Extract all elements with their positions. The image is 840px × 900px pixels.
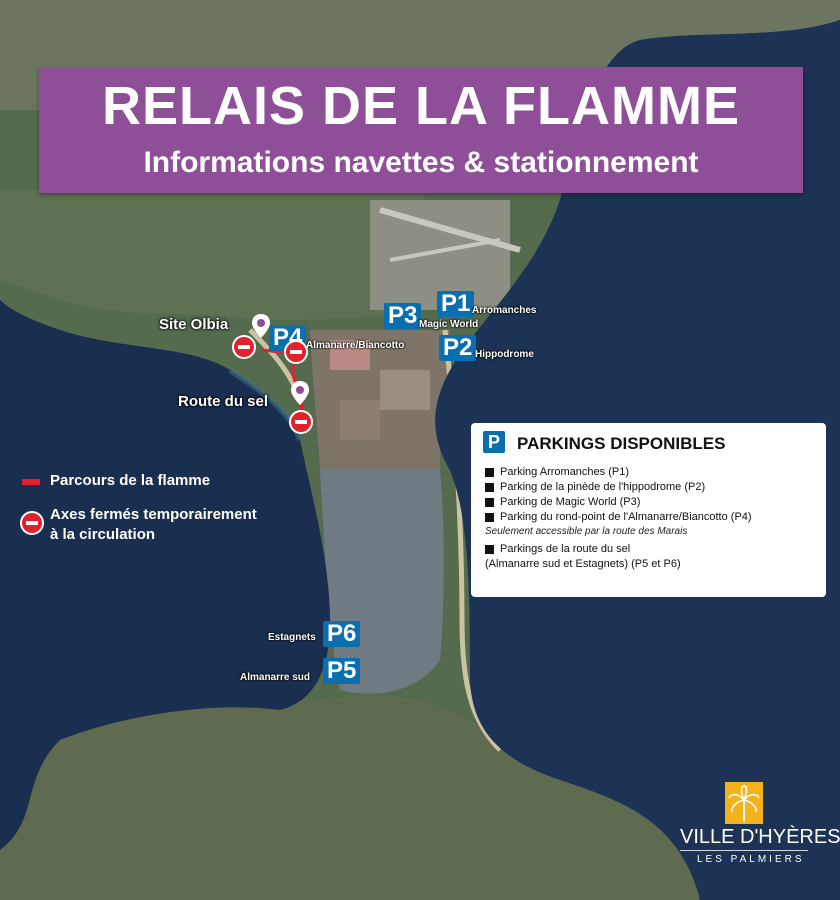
parking-label-p4: Almanarre/Biancotto — [306, 340, 405, 351]
no-entry-icon — [284, 340, 308, 364]
site-label-route-sel: Route du sel — [178, 393, 269, 410]
legend-axes-line2: à la circulation — [50, 526, 156, 543]
list-item: Parking Arromanches (P1) — [485, 465, 820, 480]
parking-badge-p3[interactable]: P3 — [384, 303, 422, 329]
parkings-list: Parking Arromanches (P1) Parking de la p… — [485, 465, 820, 574]
location-pin-icon[interactable] — [251, 313, 271, 339]
palm-tree-icon — [725, 782, 763, 824]
parking-badge-p6[interactable]: P6 — [323, 621, 361, 647]
panel-title: PARKINGS DISPONIBLES — [517, 434, 726, 453]
list-item: Parkings de la route du sel — [485, 542, 820, 557]
list-note: Seulement accessible par la route des Ma… — [485, 526, 688, 537]
parking-badge-p5[interactable]: P5 — [323, 658, 361, 684]
no-entry-icon — [232, 335, 256, 359]
parking-icon: P — [483, 431, 505, 453]
parking-badge-p1[interactable]: P1 — [437, 291, 475, 317]
location-pin-icon[interactable] — [290, 380, 310, 406]
site-label-olbia: Site Olbia — [159, 316, 229, 333]
logo-divider — [680, 850, 808, 851]
parking-label-p3: Magic World — [419, 319, 479, 330]
legend-axes-line1: Axes fermés temporairement — [50, 506, 257, 523]
list-item-continuation: (Almanarre sud et Estagnets) (P5 et P6) — [485, 558, 681, 570]
list-item: Parking de Magic World (P3) — [485, 495, 820, 510]
list-item: Parking du rond-point de l'Almanarre/Bia… — [485, 510, 820, 525]
parkings-panel: P PARKINGS DISPONIBLES Parking Arromanch… — [471, 423, 826, 597]
title-banner: RELAIS DE LA FLAMME Informations navette… — [39, 67, 803, 193]
legend-parcours: Parcours de la flamme — [50, 472, 211, 489]
parking-label-p6: Estagnets — [268, 632, 316, 643]
parking-label-p1: Arromanches — [472, 305, 537, 316]
parking-label-p2: Hippodrome — [475, 349, 534, 360]
no-entry-icon — [289, 410, 313, 434]
parking-label-p5: Almanarre sud — [240, 672, 311, 683]
list-item: Parking de la pinède de l'hippodrome (P2… — [485, 480, 820, 495]
route-legend-dash — [22, 479, 40, 485]
page-title: RELAIS DE LA FLAMME — [102, 76, 740, 136]
parking-badge-p2[interactable]: P2 — [439, 335, 477, 361]
no-entry-icon — [20, 511, 44, 535]
logo-tagline: LES PALMIERS — [697, 854, 805, 865]
page-subtitle: Informations navettes & stationnement — [143, 146, 699, 179]
logo-name: VILLE D'HYÈRES — [680, 826, 840, 848]
